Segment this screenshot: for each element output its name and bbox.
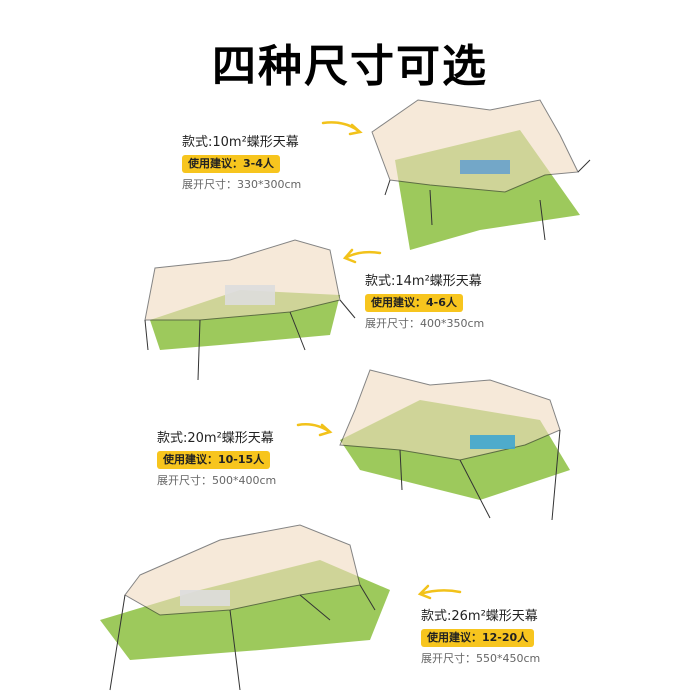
tarp-illustration-20m (339, 369, 570, 521)
spec-name: 款式:20m²蝶形天幕 (157, 431, 274, 446)
page-title: 四种尺寸可选 (212, 41, 488, 92)
spec-14m: 款式:14m²蝶形天幕 使用建议：4-6人 展开尺寸：400*350cm (365, 273, 484, 332)
spec-dimensions: 展开尺寸：550*450cm (421, 652, 541, 665)
arrow-icon (296, 423, 333, 437)
spec-name: 款式:14m²蝶形天幕 (365, 274, 482, 289)
arrow-icon (342, 248, 382, 264)
capacity-badge: 使用建议：3-4人 (182, 155, 280, 173)
arrow-icon (417, 584, 462, 600)
tarp-illustration-10m (371, 99, 591, 250)
spec-name: 款式:10m²蝶形天幕 (182, 135, 299, 150)
tarp-illustration-26m (100, 524, 390, 691)
spec-dimensions: 展开尺寸：400*350cm (365, 317, 485, 330)
tarp-illustration-14m (144, 239, 356, 381)
spec-dimensions: 展开尺寸：330*300cm (182, 178, 302, 191)
spec-dimensions: 展开尺寸：500*400cm (157, 474, 277, 487)
capacity-badge: 使用建议：12-20人 (421, 629, 535, 647)
arrow-icon (321, 121, 363, 136)
spec-26m: 款式:26m²蝶形天幕 使用建议：12-20人 展开尺寸：550*450cm (421, 608, 540, 667)
pointer-arrows (296, 121, 462, 600)
capacity-badge: 使用建议：4-6人 (365, 294, 463, 312)
spec-name: 款式:26m²蝶形天幕 (421, 609, 538, 624)
spec-10m: 款式:10m²蝶形天幕 使用建议：3-4人 展开尺寸：330*300cm (182, 134, 301, 193)
spec-20m: 款式:20m²蝶形天幕 使用建议：10-15人 展开尺寸：500*400cm (157, 430, 276, 489)
capacity-badge: 使用建议：10-15人 (157, 451, 271, 469)
